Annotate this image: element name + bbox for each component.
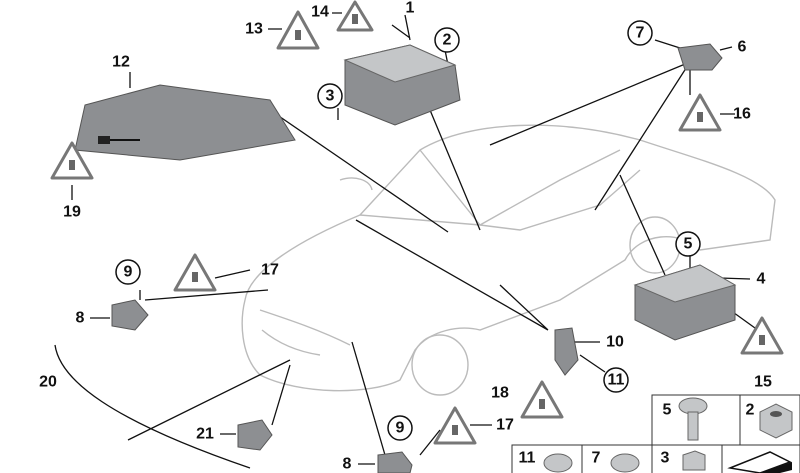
control-unit-4 [633,264,737,341]
callout-2: 2 [443,32,452,49]
mat-sensor-12 [74,84,296,161]
sensor-10 [554,327,579,376]
callout-11: 11 [608,372,625,389]
table-cell-11: 11 [519,450,536,467]
callout-labels: 1 2 3 13 14 7 6 16 12 19 9 17 8 20 21 5 … [39,0,772,473]
table-cell-2: 2 [746,402,755,419]
leader-lines [54,12,756,469]
screw-11-icon [543,453,573,473]
callout-6: 6 [738,39,747,56]
callout-16: 16 [733,106,751,123]
sensor-6 [677,43,723,71]
sensor-8-upper [111,299,149,331]
callout-13: 13 [245,21,263,38]
table-cell-5: 5 [663,402,672,419]
callout-20: 20 [39,374,57,391]
callout-8a: 8 [76,310,85,327]
callout-3: 3 [326,88,335,105]
callout-19: 19 [63,204,81,221]
screw-7-icon [610,453,640,473]
nut-icon [759,403,793,439]
callout-9b: 9 [396,420,405,437]
bolt-icon [678,397,708,441]
callout-10: 10 [606,334,624,351]
sensor-21 [237,419,273,451]
callout-12: 12 [112,54,130,71]
callout-18: 18 [491,385,509,402]
callout-21: 21 [196,426,214,443]
callout-1: 1 [406,0,415,17]
bolt-3-icon [682,450,706,471]
callout-17b: 17 [496,417,514,434]
callout-4: 4 [757,271,766,288]
callout-8b: 8 [343,456,352,473]
callout-15: 15 [754,374,772,391]
callout-5: 5 [684,236,693,253]
table-cell-7: 7 [592,450,601,467]
warning-plug-icons [50,0,784,445]
callout-9a: 9 [124,264,133,281]
pad-icon [727,451,792,473]
hardware-table: 5 2 11 7 3 [511,394,800,473]
control-unit-1 [343,44,461,126]
sensor-8-lower [377,451,413,473]
callout-circles [115,20,701,441]
callout-7: 7 [636,25,645,42]
car-outline-icon [241,124,776,396]
callout-17a: 17 [261,262,279,279]
table-cell-3: 3 [661,450,670,467]
callout-14: 14 [311,4,329,21]
